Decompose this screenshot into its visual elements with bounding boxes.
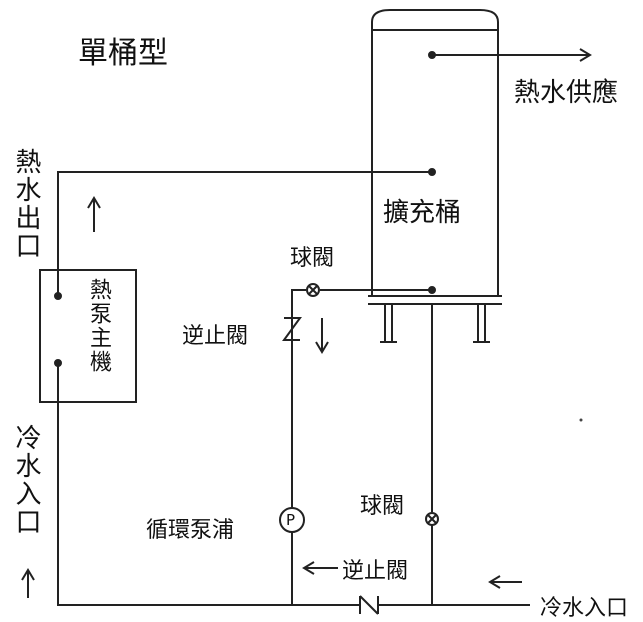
check-valve-icon bbox=[359, 595, 379, 615]
hot-water-supply-label: 熱水供應 bbox=[514, 78, 619, 108]
ball-valve-icon bbox=[425, 512, 439, 526]
flow-arrow-icon bbox=[21, 568, 35, 598]
check-valve-bottom-label: 逆止閥 bbox=[342, 559, 409, 584]
tank-icon bbox=[368, 9, 502, 343]
ball-valve-icon bbox=[306, 283, 320, 297]
diagram-title: 單桶型 bbox=[78, 36, 168, 71]
flow-arrow-icon bbox=[87, 196, 101, 232]
heat-pump-box bbox=[39, 269, 137, 403]
ball-valve-top-label: 球閥 bbox=[290, 246, 335, 271]
hot-water-outlet-label: 熱水出口 bbox=[11, 148, 41, 260]
flow-arrow-icon bbox=[315, 318, 329, 354]
cold-water-inlet-left-label: 冷水入口 bbox=[11, 424, 41, 536]
cold-water-inlet-right-label: 冷水入口 bbox=[540, 596, 629, 621]
junction-dot bbox=[579, 418, 583, 422]
flow-arrow-icon bbox=[560, 48, 592, 62]
ball-valve-bottom-label: 球閥 bbox=[360, 494, 405, 519]
flow-arrow-icon bbox=[302, 561, 338, 575]
pump-symbol-label: P bbox=[286, 511, 296, 529]
flow-arrow-icon bbox=[488, 575, 522, 589]
check-valve-left-label: 逆止閥 bbox=[182, 324, 249, 349]
heat-pump-label: 熱泵主機 bbox=[86, 278, 111, 374]
circulation-pump-label: 循環泵浦 bbox=[146, 518, 235, 543]
check-valve-icon bbox=[282, 317, 302, 341]
tank-label: 擴充桶 bbox=[383, 198, 462, 228]
